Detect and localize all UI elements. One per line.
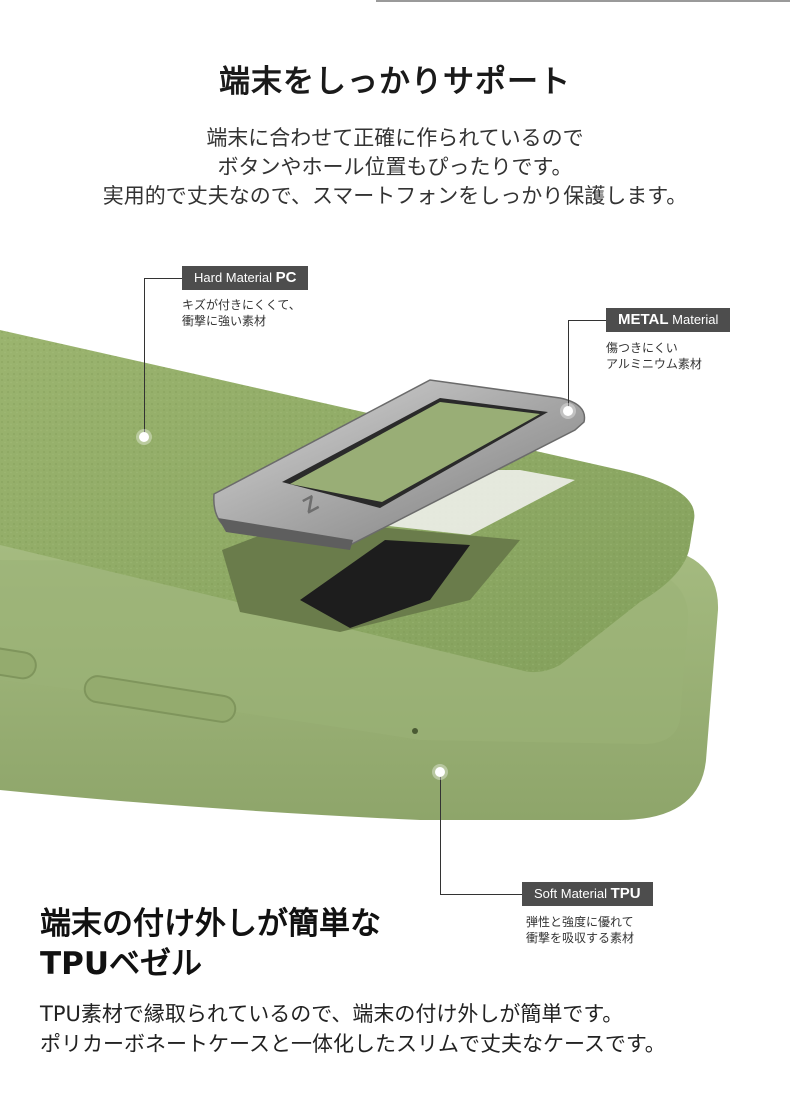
bezel-body-line: TPU素材で縁取られているので、端末の付け外しが簡単です。 (40, 1002, 624, 1026)
mic-hole (412, 728, 418, 734)
metal-material-description: 傷つきにくい アルミニウム素材 (606, 341, 702, 371)
intro-line: 端末に合わせて正確に作られているので (206, 126, 584, 150)
tpu-material-tag: Soft Material TPU (522, 882, 653, 906)
pc-material-description: キズが付きにくくて、 衝撃に強い素材 (182, 298, 301, 328)
tpu-material-description: 弾性と強度に優れて 衝撃を吸収する素材 (526, 915, 635, 945)
bezel-section-title: 端末の付け外しが簡単な TPUベゼル (40, 906, 381, 982)
intro-text: 端末に合わせて正確に作られているので ボタンやホール位置もぴったりです。 実用的… (0, 124, 790, 211)
side-button (0, 646, 37, 680)
pc-marker-dot (139, 432, 149, 442)
page-title: 端末をしっかりサポート (219, 64, 571, 100)
intro-line: ボタンやホール位置もぴったりです。 (217, 155, 573, 179)
bezel-section-body: TPU素材で縁取られているので、端末の付け外しが簡単です。 ポリカーボネートケー… (40, 999, 780, 1059)
top-divider (376, 0, 790, 2)
metal-material-tag: METAL Material (606, 308, 731, 332)
pc-material-tag: Hard Material PC (182, 266, 309, 290)
tpu-marker-dot (435, 767, 445, 777)
side-button (83, 675, 237, 723)
metal-marker-dot (563, 406, 573, 416)
bezel-body-line: ポリカーボネートケースと一体化したスリムで丈夫なケースです。 (40, 1032, 666, 1056)
intro-line: 実用的で丈夫なので、スマートフォンをしっかり保護します。 (102, 184, 688, 208)
metal-ring-edge (218, 518, 353, 550)
camera-window (300, 540, 470, 628)
